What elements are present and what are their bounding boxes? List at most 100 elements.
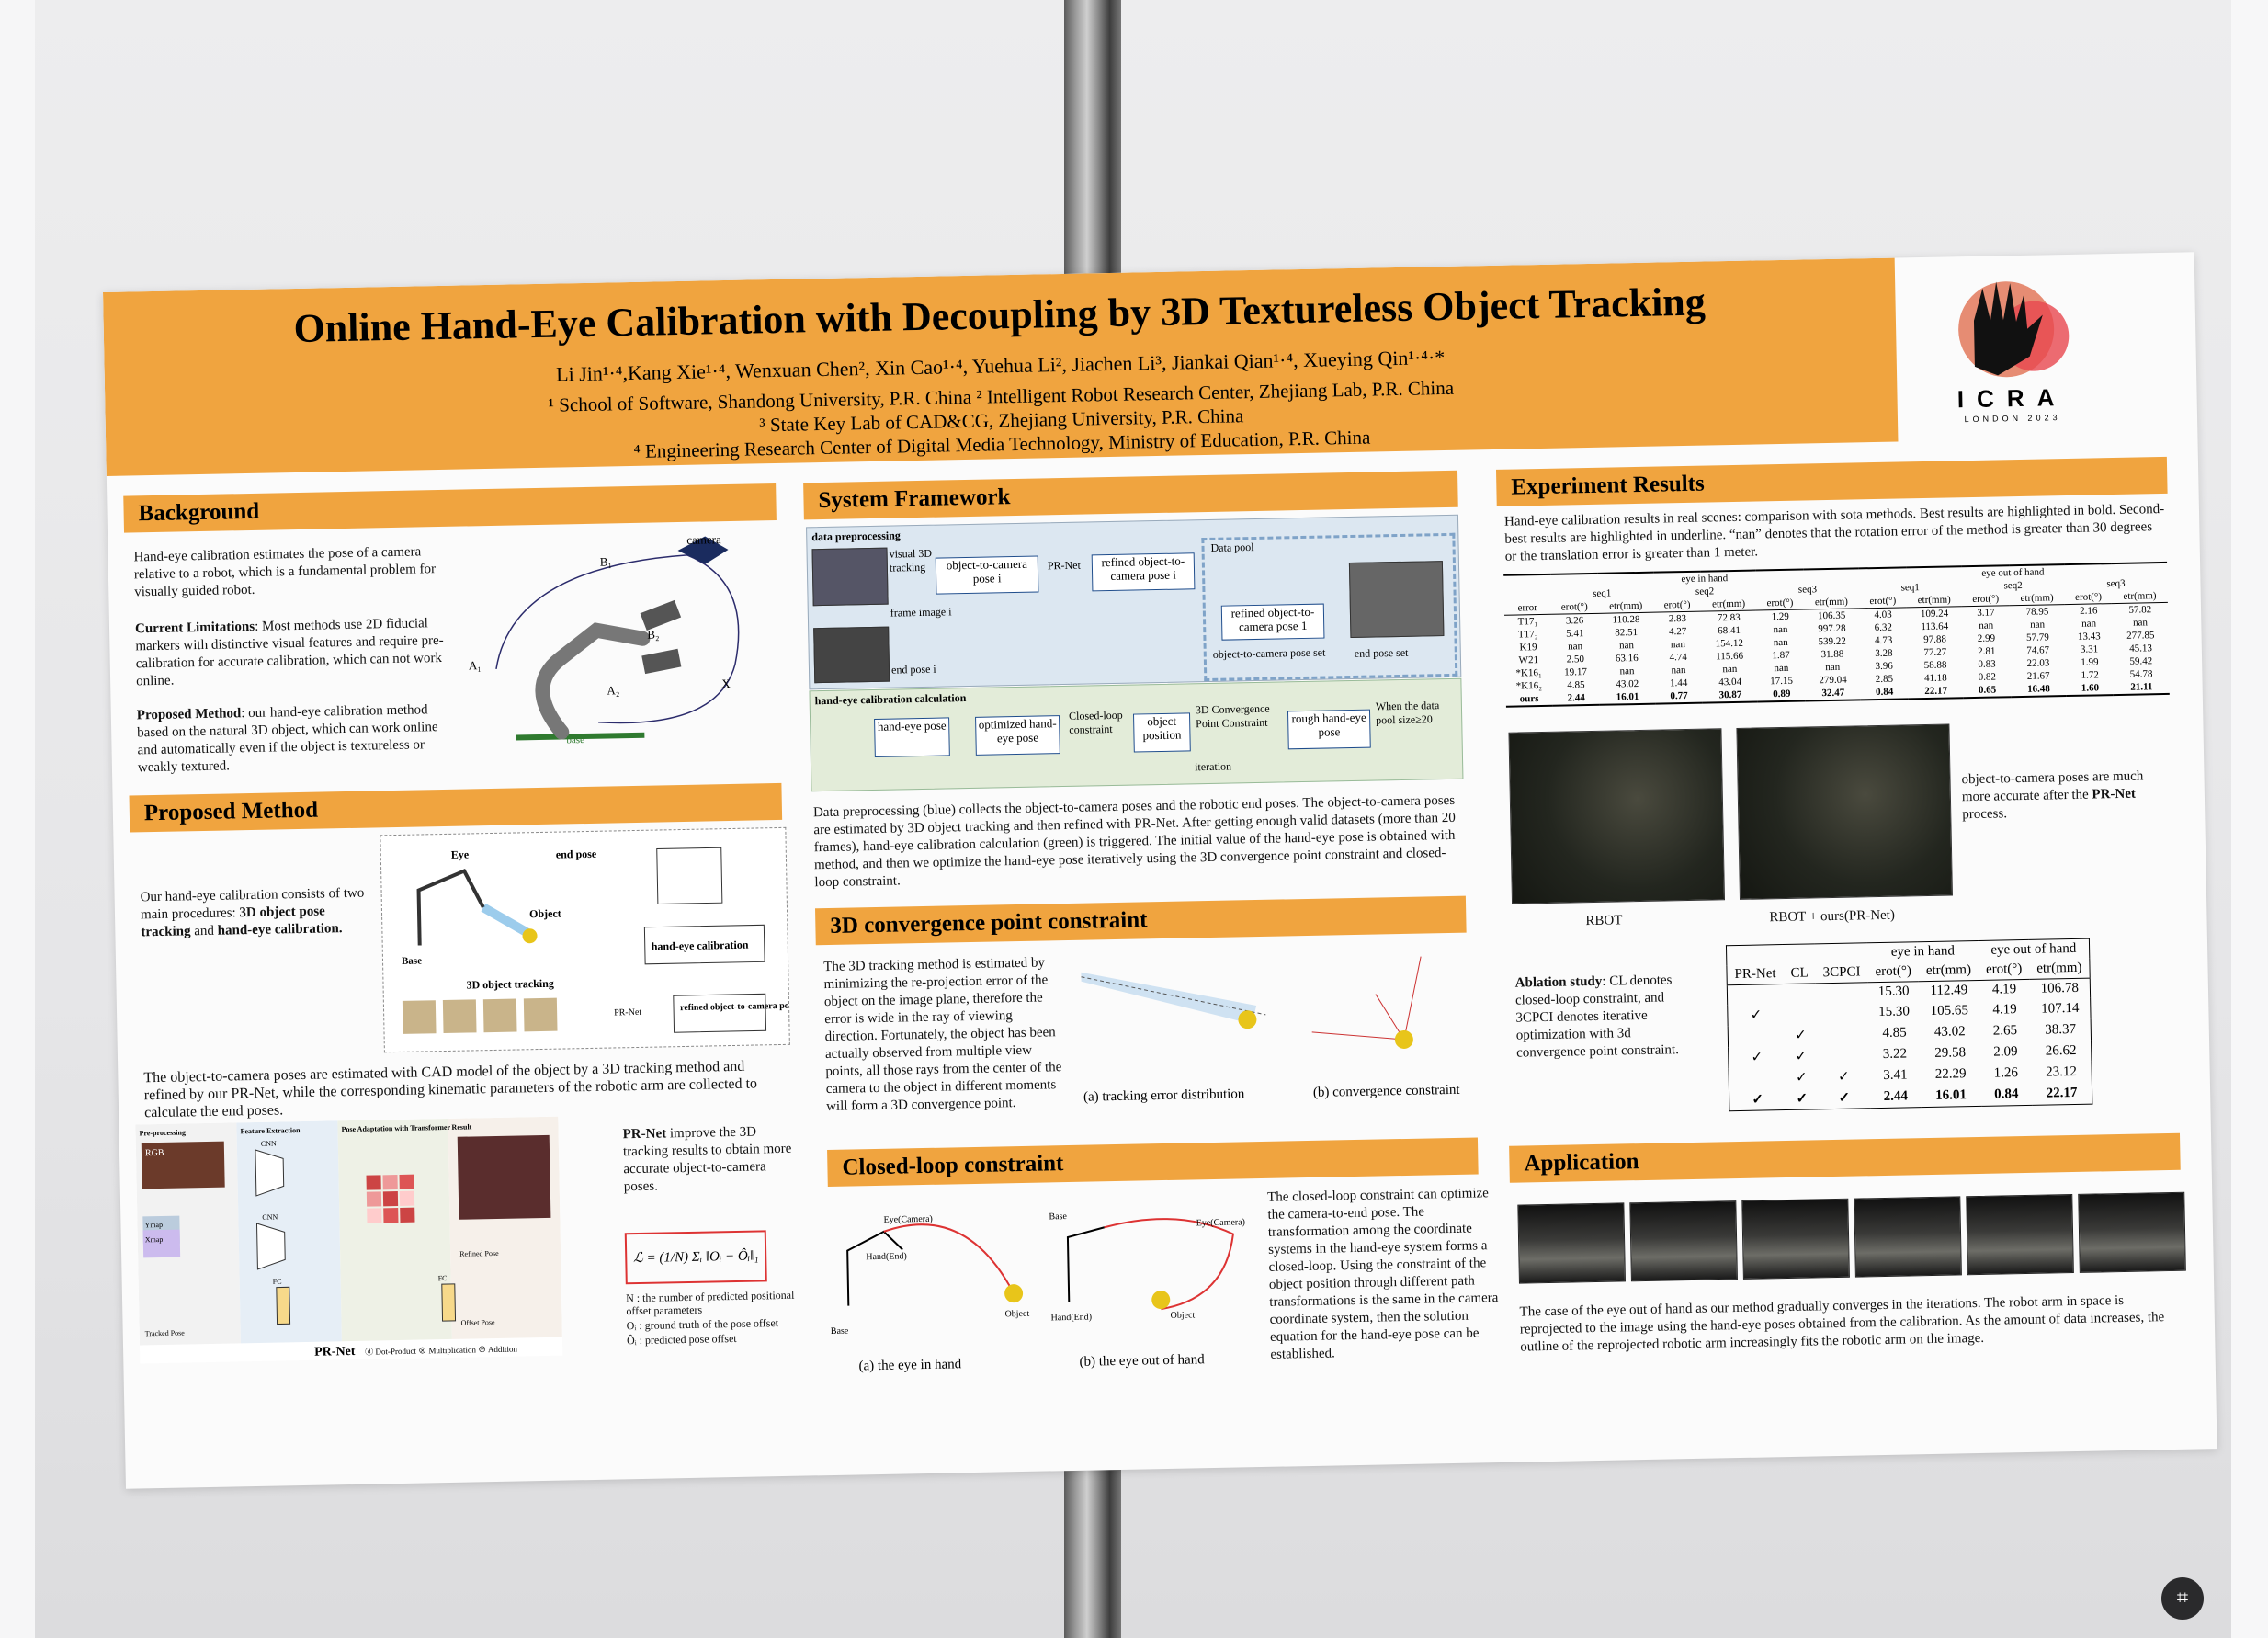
svg-text:3D object tracking: 3D object tracking — [466, 977, 554, 992]
prnet-description: PR-Net improve the 3D tracking results t… — [622, 1124, 792, 1195]
data-pool-label: Data pool — [1210, 540, 1254, 554]
svg-text:Eye: Eye — [451, 847, 470, 860]
background-text-1: Hand-eye calibration estimates the pose … — [133, 544, 437, 600]
refined-pose-box: refined object-to-camera pose i — [1091, 552, 1196, 592]
object-position-box: object position — [1133, 712, 1191, 753]
svg-text:RGB: RGB — [145, 1148, 164, 1158]
background-text-2: Current Limitations: Most methods use 2D… — [134, 616, 444, 689]
left-frame — [0, 0, 35, 1638]
rbot-caption: RBOT — [1585, 913, 1623, 929]
system-framework-heading: System Framework — [803, 470, 1458, 520]
optimized-pose-box: optimized hand-eye pose — [975, 715, 1060, 756]
application-frame-4 — [1854, 1196, 1962, 1278]
rbot-ours-photo — [1736, 723, 1953, 900]
proposed-pipeline-figure: Eye end pose Object Base 3D object track… — [380, 826, 790, 1053]
svg-text:Refined Pose: Refined Pose — [459, 1249, 499, 1258]
convergence-figure: (a) tracking error distribution (b) conv… — [1081, 956, 1461, 1105]
object-to-camera-pose-box: object-to-camera pose i — [935, 555, 1039, 595]
svg-text:Eye(Camera): Eye(Camera) — [1196, 1217, 1246, 1228]
svg-text:end pose: end pose — [556, 847, 597, 861]
svg-text:A₂: A₂ — [607, 683, 619, 697]
background-text-3: Proposed Method: our hand-eye calibratio… — [136, 702, 438, 776]
svg-text:Hand(End): Hand(End) — [1051, 1313, 1093, 1324]
end-pose-thumbnail — [813, 626, 890, 684]
iteration-label: iteration — [1194, 759, 1232, 774]
svg-text:FC: FC — [438, 1274, 448, 1282]
end-pose-set-label: end pose set — [1354, 645, 1409, 660]
svg-text:CNN: CNN — [261, 1140, 277, 1148]
application-heading: Application — [1509, 1132, 2181, 1183]
poster-header: Online Hand-Eye Calibration with Decoupl… — [103, 257, 1899, 476]
hec-region-label: hand-eye calibration calculation — [814, 691, 967, 708]
background-heading: Background — [123, 483, 777, 533]
scan-text-icon[interactable]: ⌗ — [2161, 1577, 2204, 1620]
svg-text:B₂: B₂ — [647, 627, 659, 641]
hand-eye-pose-box: hand-eye pose — [874, 717, 950, 757]
svg-text:Result: Result — [451, 1122, 471, 1131]
poster: Online Hand-Eye Calibration with Decoupl… — [103, 252, 2217, 1489]
proposed-text-2: The object-to-camera poses are estimated… — [143, 1058, 758, 1121]
pool-condition-label: When the data pool size≥20 — [1375, 699, 1440, 727]
svg-text:Base: Base — [831, 1326, 849, 1337]
frame-image-label: frame image i — [890, 605, 952, 620]
logo-text: ICRA — [1956, 382, 2068, 414]
svg-text:refined object-to-camera pose: refined object-to-camera pose — [680, 1001, 789, 1013]
closed-loop-heading: Closed-loop constraint — [827, 1137, 1479, 1188]
svg-text:ⓓ Dot-Product ⊗ Multiplicatio: ⓓ Dot-Product ⊗ Multiplication ⊕ Additio… — [365, 1345, 517, 1357]
closed-loop-figure: Eye(Camera) Hand(End) Object Base Eye(Ca… — [831, 1211, 1246, 1373]
svg-text:(b) the eye out of hand: (b) the eye out of hand — [1079, 1352, 1205, 1370]
rough-pose-box: rough hand-eye pose — [1287, 709, 1371, 750]
svg-text:Eye(Camera): Eye(Camera) — [883, 1214, 933, 1225]
svg-text:Base: Base — [1049, 1211, 1067, 1222]
svg-text:Object: Object — [1170, 1310, 1195, 1321]
convergence-text: The 3D tracking method is estimated by m… — [823, 955, 1062, 1115]
svg-text:Offset Pose: Offset Pose — [461, 1318, 496, 1327]
proposed-text-1: Our hand-eye calibration consists of two… — [140, 885, 365, 940]
prnet-label: PR-Net — [1047, 558, 1082, 573]
convergence-heading: 3D convergence point constraint — [815, 895, 1467, 946]
application-frame-2 — [1629, 1200, 1738, 1282]
svg-text:X: X — [721, 677, 731, 690]
data-preprocessing-label: data preprocessing — [811, 529, 901, 544]
hand-logo-icon — [1958, 281, 2070, 378]
convergence-label: 3D Convergence Point Constraint — [1195, 701, 1270, 731]
svg-text:Pose Adaptation with Transform: Pose Adaptation with Transformer — [341, 1123, 450, 1133]
svg-text:CNN: CNN — [262, 1213, 278, 1222]
background-robot-figure: camera B₁ B₂ A₁ A₂ X base — [469, 532, 740, 745]
svg-text:Object: Object — [1004, 1309, 1029, 1320]
pose-set-label: object-to-camera pose set — [1212, 645, 1326, 661]
svg-text:Hand(End): Hand(End) — [866, 1251, 907, 1262]
svg-text:Base: Base — [402, 955, 422, 966]
formula-legend-2: Oᵢ : ground truth of the pose offset — [626, 1316, 779, 1333]
svg-text:PR-Net: PR-Net — [314, 1345, 356, 1359]
svg-text:Ymap: Ymap — [144, 1221, 163, 1229]
loss-formula: ℒ = (1/N) Σᵢ ‖Oᵢ − Ôᵢ‖₁ — [624, 1230, 767, 1285]
closed-loop-label: Closed-loop constraint — [1068, 708, 1123, 736]
application-frame-6 — [2078, 1191, 2186, 1273]
refined-pose-1-box: refined object-to-camera pose 1 — [1220, 603, 1325, 641]
right-frame — [2231, 0, 2268, 1638]
icra-logo: ICRA LONDON 2023 — [1918, 263, 2105, 441]
formula-legend-1: N : the number of predicted positional o… — [625, 1288, 795, 1318]
proposed-method-heading: Proposed Method — [129, 782, 783, 833]
rbot-ours-caption: RBOT + ours(PR-Net) — [1769, 907, 1896, 926]
application-text: The case of the eye out of hand as our m… — [1519, 1292, 2165, 1355]
svg-text:Xmap: Xmap — [145, 1235, 164, 1244]
framework-figure: data preprocessing visual 3D tracking ob… — [806, 514, 1464, 794]
robot-photo — [1348, 561, 1445, 639]
svg-text:(a) tracking error distributio: (a) tracking error distribution — [1083, 1086, 1245, 1104]
ablation-text: Ablation study: CL denotes closed-loop c… — [1514, 973, 1680, 1061]
photo-note: object-to-camera poses are much more acc… — [1961, 768, 2144, 823]
svg-text:Feature Extraction: Feature Extraction — [240, 1126, 301, 1135]
svg-text:B₁: B₁ — [600, 554, 612, 568]
end-pose-label: end pose i — [890, 662, 936, 677]
application-frame-1 — [1517, 1202, 1626, 1284]
svg-text:(b) convergence constraint: (b) convergence constraint — [1313, 1083, 1461, 1100]
svg-text:Object: Object — [529, 907, 561, 921]
svg-text:Tracked Pose: Tracked Pose — [145, 1328, 186, 1337]
experiment-caption: Hand-eye calibration results in real sce… — [1503, 501, 2165, 564]
